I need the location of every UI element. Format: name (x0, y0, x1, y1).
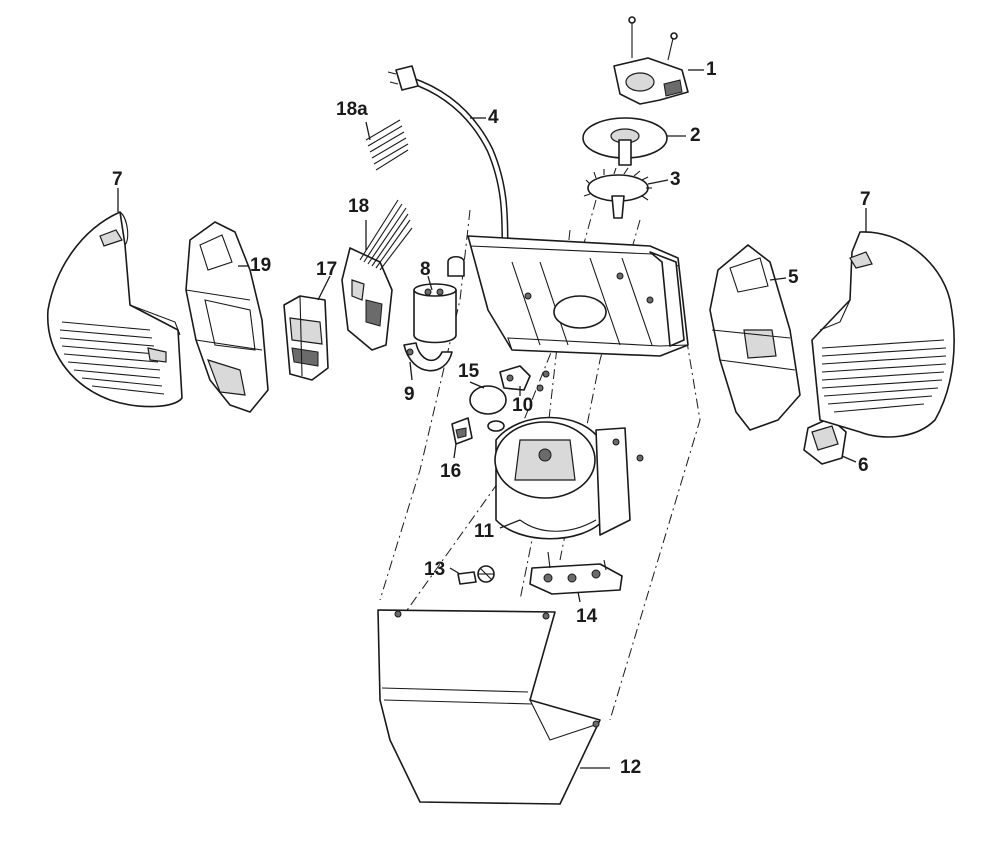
part-14-sensor-assembly (529, 551, 623, 595)
part-3-gear (583, 167, 652, 219)
callout-8: 8 (420, 259, 431, 280)
callout-11: 11 (474, 521, 495, 542)
part-6-component (803, 417, 847, 465)
part-7-left-cover (47, 211, 183, 408)
part-10-component (499, 365, 550, 392)
leader-lines (117, 69, 867, 769)
callout-17: 17 (316, 259, 338, 280)
callout-7-left: 7 (112, 169, 123, 190)
callout-3: 3 (670, 169, 681, 190)
callout-4: 4 (488, 107, 499, 128)
callout-5: 5 (788, 267, 799, 288)
callout-13: 13 (424, 559, 446, 580)
callout-6: 6 (858, 455, 869, 476)
callout-7-right: 7 (860, 189, 871, 210)
callout-1: 1 (706, 59, 717, 80)
callout-9: 9 (404, 384, 415, 405)
callout-15: 15 (458, 361, 480, 382)
callout-12: 12 (620, 757, 642, 778)
part-11-motor (494, 416, 644, 540)
part-17-module (283, 295, 329, 381)
part-15-knob (469, 385, 507, 432)
callout-19: 19 (250, 255, 272, 276)
part-4-power-cord (387, 65, 509, 246)
callout-2: 2 (690, 125, 701, 146)
callout-18: 18 (348, 196, 370, 217)
part-9-clamp (403, 342, 453, 372)
part-7-right-cover (811, 231, 955, 438)
part-18a-wire-bundle (365, 119, 409, 171)
part-16-switch (451, 417, 473, 445)
callout-16: 16 (440, 461, 462, 482)
part-2-sprocket-plate (582, 117, 668, 166)
part-5-bracket (709, 244, 801, 431)
chassis-plate (467, 235, 689, 357)
part-8-capacitor (413, 255, 465, 344)
callout-14: 14 (576, 606, 598, 627)
part-19-bracket (185, 221, 269, 413)
part-13-component (457, 565, 495, 585)
callout-10: 10 (512, 395, 534, 416)
part-12-bottom-cover (377, 609, 601, 805)
part-1-top-bracket (613, 16, 689, 105)
callout-18a: 18a (336, 99, 368, 120)
part-18-circuit-board (341, 199, 413, 351)
